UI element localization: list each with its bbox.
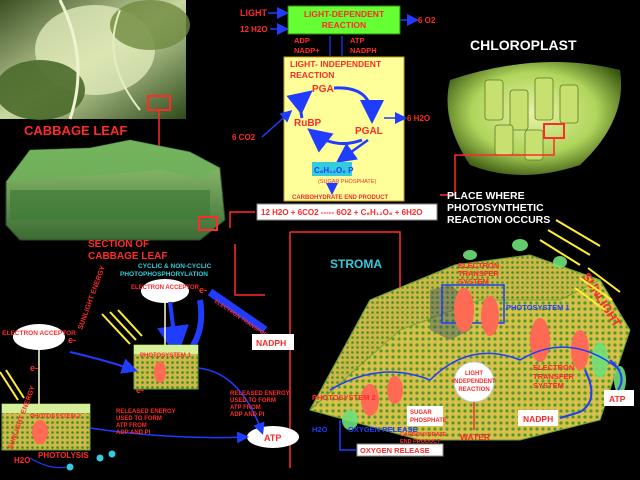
oxygen-release-inline: OXYGEN RELEASE [348, 425, 418, 434]
sugar-phos-2: PHOSPHATE [410, 418, 447, 424]
atp-label: ATP [350, 36, 364, 45]
ets-top-3: SYSTEM [458, 277, 489, 286]
carb-end-product: CARBOHYDRATE END PRODUCT [292, 195, 389, 201]
electron-acceptor-top: ELECTRON ACCEPTOR [131, 279, 200, 303]
section-label-1: SECTION OF [88, 239, 149, 250]
nadph-right-label: NADPH [523, 414, 553, 424]
ps2-right-label: PHOTOSYSTEM 2 [312, 393, 376, 402]
place-label-3: REACTION OCCURS [447, 214, 550, 226]
o2-out-label: 6 O2 [418, 16, 436, 25]
nadp-label: NADP+ [294, 46, 320, 55]
atp-right-box [604, 390, 634, 406]
equation-text: 12 H2O + 6CO2 ----- 6O2 + C₆H₁₂O₆ + 6H2O [261, 208, 423, 217]
adp-label: ADP [294, 36, 310, 45]
h2o-in-label: 12 H2O [240, 25, 268, 34]
photosystem2-block: PHOTOSYSTEM 2 [1, 403, 91, 451]
released1-3: ATP FROM [230, 405, 261, 411]
chloroplast-image [447, 62, 622, 175]
released2-4: ADP AND PI [116, 430, 151, 436]
nadph-left-box [252, 334, 294, 350]
carb-end-1: CARBOHYDRATE [400, 432, 447, 438]
acceptor-left-text: ELECTRON ACCEPTOR [2, 330, 76, 337]
co2-in-label: 6 CO2 [232, 133, 256, 142]
ets-top-1: ELECTRON [458, 261, 499, 270]
released2-1: RELEASED ENERGY [116, 409, 176, 415]
leaf-section-block [5, 139, 226, 241]
h2o-bottom-label: H2O [312, 425, 328, 434]
lir-circle-3: REACTION [458, 387, 489, 393]
ets-top-2: TRANSFER [458, 269, 499, 278]
ets-right-3: SYSTEM [533, 381, 564, 390]
carb-end-2: END PRODUCT [400, 439, 441, 445]
released1-2: USED TO FORM [230, 398, 276, 404]
electron-acceptor-left: ELECTRON ACCEPTOR [2, 324, 76, 350]
water-label: WATER [460, 432, 490, 442]
oxygen-release-label: OXYGEN RELEASE [360, 446, 430, 455]
light-label: LIGHT [240, 8, 267, 18]
chloroplast-label: CHLOROPLAST [470, 37, 577, 53]
ets-right-2: TRANSFER [533, 372, 574, 381]
section-label-2: CABBAGE LEAF [88, 251, 167, 262]
e-label-5: e- [136, 385, 144, 395]
released1-4: ADP AND PI [230, 412, 265, 418]
sunlight-energy-left-1: SUNLIGHT ENERGY [77, 265, 107, 331]
place-label-1: PLACE WHERE [447, 190, 525, 202]
light-dependent-section: LIGHT 12 H2O LIGHT-DEPENDENT REACTION 6 … [240, 5, 436, 56]
atp-right-label: ATP [609, 394, 626, 404]
light-dependent-box [287, 5, 401, 35]
ldr-title-2: REACTION [322, 20, 366, 30]
e-label-3: e- [68, 335, 76, 345]
ldr-title-1: LIGHT-DEPENDENT [304, 9, 385, 19]
acceptor-top-text: ELECTRON ACCEPTOR [131, 285, 200, 291]
ps1-left-label: PHOTOSYSTEM 1 [140, 353, 192, 359]
h2o-left-label: H2O [14, 456, 30, 465]
stroma-label: STROMA [330, 257, 382, 271]
sugar-phos-1: SUGAR [410, 410, 432, 416]
cyclic-label-2: PHOTOPHOSPHORYLATION [120, 271, 208, 278]
nadph-label: NADPH [350, 46, 377, 55]
equation-box [256, 203, 438, 221]
lir-circle-2: INDEPENDENT [452, 379, 495, 385]
photosystem1-block: PHOTOSYSTEM 1 [133, 344, 199, 390]
atp-left-label: ATP [264, 433, 281, 443]
released2-2: USED TO FORM [116, 416, 162, 422]
e-label-1: e- [199, 285, 207, 295]
ets-right-1: ELECTRON [533, 363, 574, 372]
sugar-phosphate-sub: (SUGAR PHOSPHATE) [318, 179, 376, 185]
nadph-left-label: NADPH [256, 338, 286, 348]
pgal-label: PGAL [355, 126, 383, 137]
pga-label: PGA [312, 84, 334, 95]
light-independent-box: LIGHT- INDEPENDENT REACTION PGA RuBP PGA… [283, 56, 405, 202]
e-label-4: e- [30, 363, 38, 373]
released2-3: ATP FROM [116, 423, 147, 429]
h2o-out-label: 6 H2O [407, 114, 430, 123]
lir-circle-1: LIGHT [465, 371, 483, 377]
photolysis-label: PHOTOLYSIS [38, 451, 89, 460]
nadph-right-box [518, 410, 558, 426]
lir-title-1: LIGHT- INDEPENDENT [290, 59, 382, 69]
lir-title-2: REACTION [290, 70, 334, 80]
ps1-right-label: PHOTOSYSTEM 1 [506, 303, 570, 312]
place-label-2: PHOTOSYNTHETIC [447, 202, 544, 214]
cabbage-leaf-label: CABBAGE LEAF [24, 123, 127, 138]
rubp-label: RuBP [294, 118, 322, 129]
electron-transport-arrow [207, 288, 268, 334]
cyclic-label-1: CYCLIC & NON-CYCLIC [138, 263, 212, 270]
ps2-left-label: PHOTOSYSTEM 2 [30, 414, 82, 420]
sugar-phosphate-box [407, 406, 443, 426]
sugar-formula: C₆H₁₂O₆ P [314, 166, 354, 175]
cabbage-leaf-photo [0, 0, 190, 120]
released1-1: RELEASED ENERGY [230, 391, 290, 397]
thylakoid-membrane [309, 239, 631, 441]
